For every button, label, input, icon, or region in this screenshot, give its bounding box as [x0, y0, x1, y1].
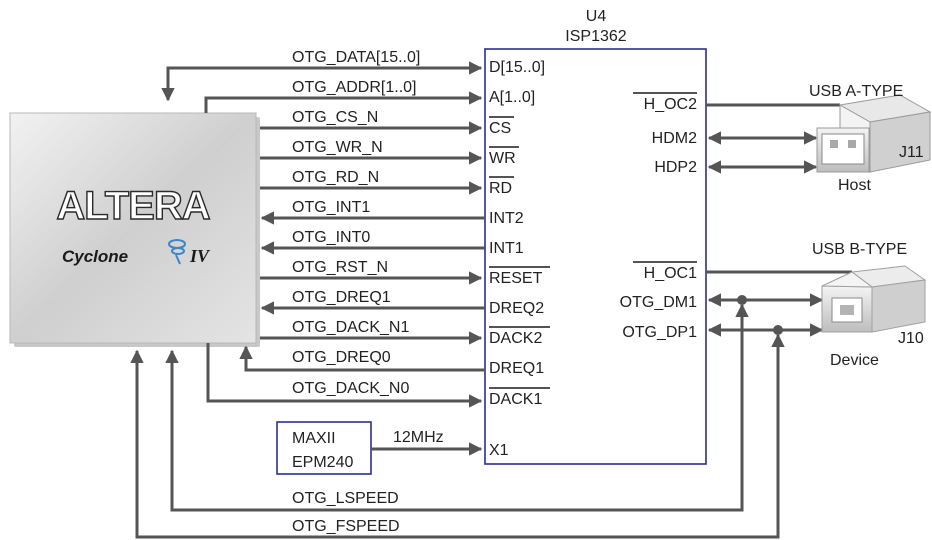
- pin-wr: WR: [489, 150, 516, 167]
- pin-a: A[1..0]: [489, 89, 535, 106]
- clock-label: 12MHz: [393, 429, 444, 446]
- pin-int1: INT1: [489, 240, 524, 257]
- usb-a-ref: J11: [899, 144, 924, 161]
- pin-x1: X1: [489, 442, 509, 459]
- sig-otg-cs: OTG_CS_N: [292, 109, 378, 126]
- usb-b-connector-icon: USB B-TYPE J10 Device: [812, 241, 925, 369]
- chip-ref: U4: [586, 8, 607, 25]
- pin-d: D[15..0]: [489, 59, 545, 76]
- sig-otg-lspeed: OTG_LSPEED: [292, 490, 399, 507]
- sig-otg-dreq1: OTG_DREQ1: [292, 289, 391, 306]
- pin-cs: CS: [489, 120, 511, 137]
- pin-hdp2: HDP2: [654, 159, 697, 176]
- junction-dp1: [773, 325, 783, 335]
- altera-logo: ALTERA: [56, 184, 209, 228]
- sig-otg-dack-n0: OTG_DACK_N0: [292, 380, 409, 397]
- usb-b-ref: J10: [898, 330, 924, 347]
- maxii-box: MAXII EPM240 12MHz: [277, 422, 481, 474]
- usb-a-role: Host: [838, 177, 871, 194]
- cyclone-label: Cyclone: [62, 247, 128, 266]
- sig-otg-data: OTG_DATA[15..0]: [292, 49, 420, 66]
- pin-int2: INT2: [489, 210, 524, 227]
- sig-otg-int1: OTG_INT1: [292, 199, 370, 216]
- pin-dreq2: DREQ2: [489, 300, 544, 317]
- sig-otg-dack-n1: OTG_DACK_N1: [292, 319, 409, 336]
- pin-otg-dm1: OTG_DM1: [620, 294, 697, 311]
- usb-a-type: USB A-TYPE: [809, 83, 903, 100]
- sig-otg-addr: OTG_ADDR[1..0]: [292, 79, 416, 96]
- pin-otg-dp1: OTG_DP1: [622, 324, 697, 341]
- sig-otg-int0: OTG_INT0: [292, 229, 370, 246]
- pin-h-oc1: H_OC1: [644, 265, 697, 282]
- usb-b-type: USB B-TYPE: [812, 241, 907, 258]
- pin-dack1: DACK1: [489, 391, 542, 408]
- pin-reset: RESET: [489, 270, 543, 287]
- pin-dack2: DACK2: [489, 330, 542, 347]
- iv-label: IV: [189, 246, 211, 266]
- pin-h-oc2: H_OC2: [644, 96, 697, 113]
- maxii-line2: EPM240: [292, 454, 353, 471]
- chip-part: ISP1362: [565, 28, 626, 45]
- sig-otg-dreq0: OTG_DREQ0: [292, 349, 391, 366]
- sig-otg-rd: OTG_RD_N: [292, 169, 379, 186]
- pin-rd: RD: [489, 180, 512, 197]
- junction-dm1: [737, 295, 747, 305]
- fpga-chip: ALTERA Cyclone IV: [10, 113, 260, 347]
- sig-otg-fspeed: OTG_FSPEED: [292, 518, 400, 535]
- maxii-line1: MAXII: [292, 430, 336, 447]
- sig-otg-rst: OTG_RST_N: [292, 259, 388, 276]
- isp1362-chip: U4 ISP1362 D[15..0] A[1..0] CS WR RD INT…: [485, 8, 706, 464]
- sig-otg-wr: OTG_WR_N: [292, 139, 383, 156]
- pin-hdm2: HDM2: [652, 130, 697, 147]
- pin-dreq1: DREQ1: [489, 360, 544, 377]
- usb-a-connector-icon: USB A-TYPE J11 Host: [809, 83, 930, 194]
- usb-b-role: Device: [830, 352, 879, 369]
